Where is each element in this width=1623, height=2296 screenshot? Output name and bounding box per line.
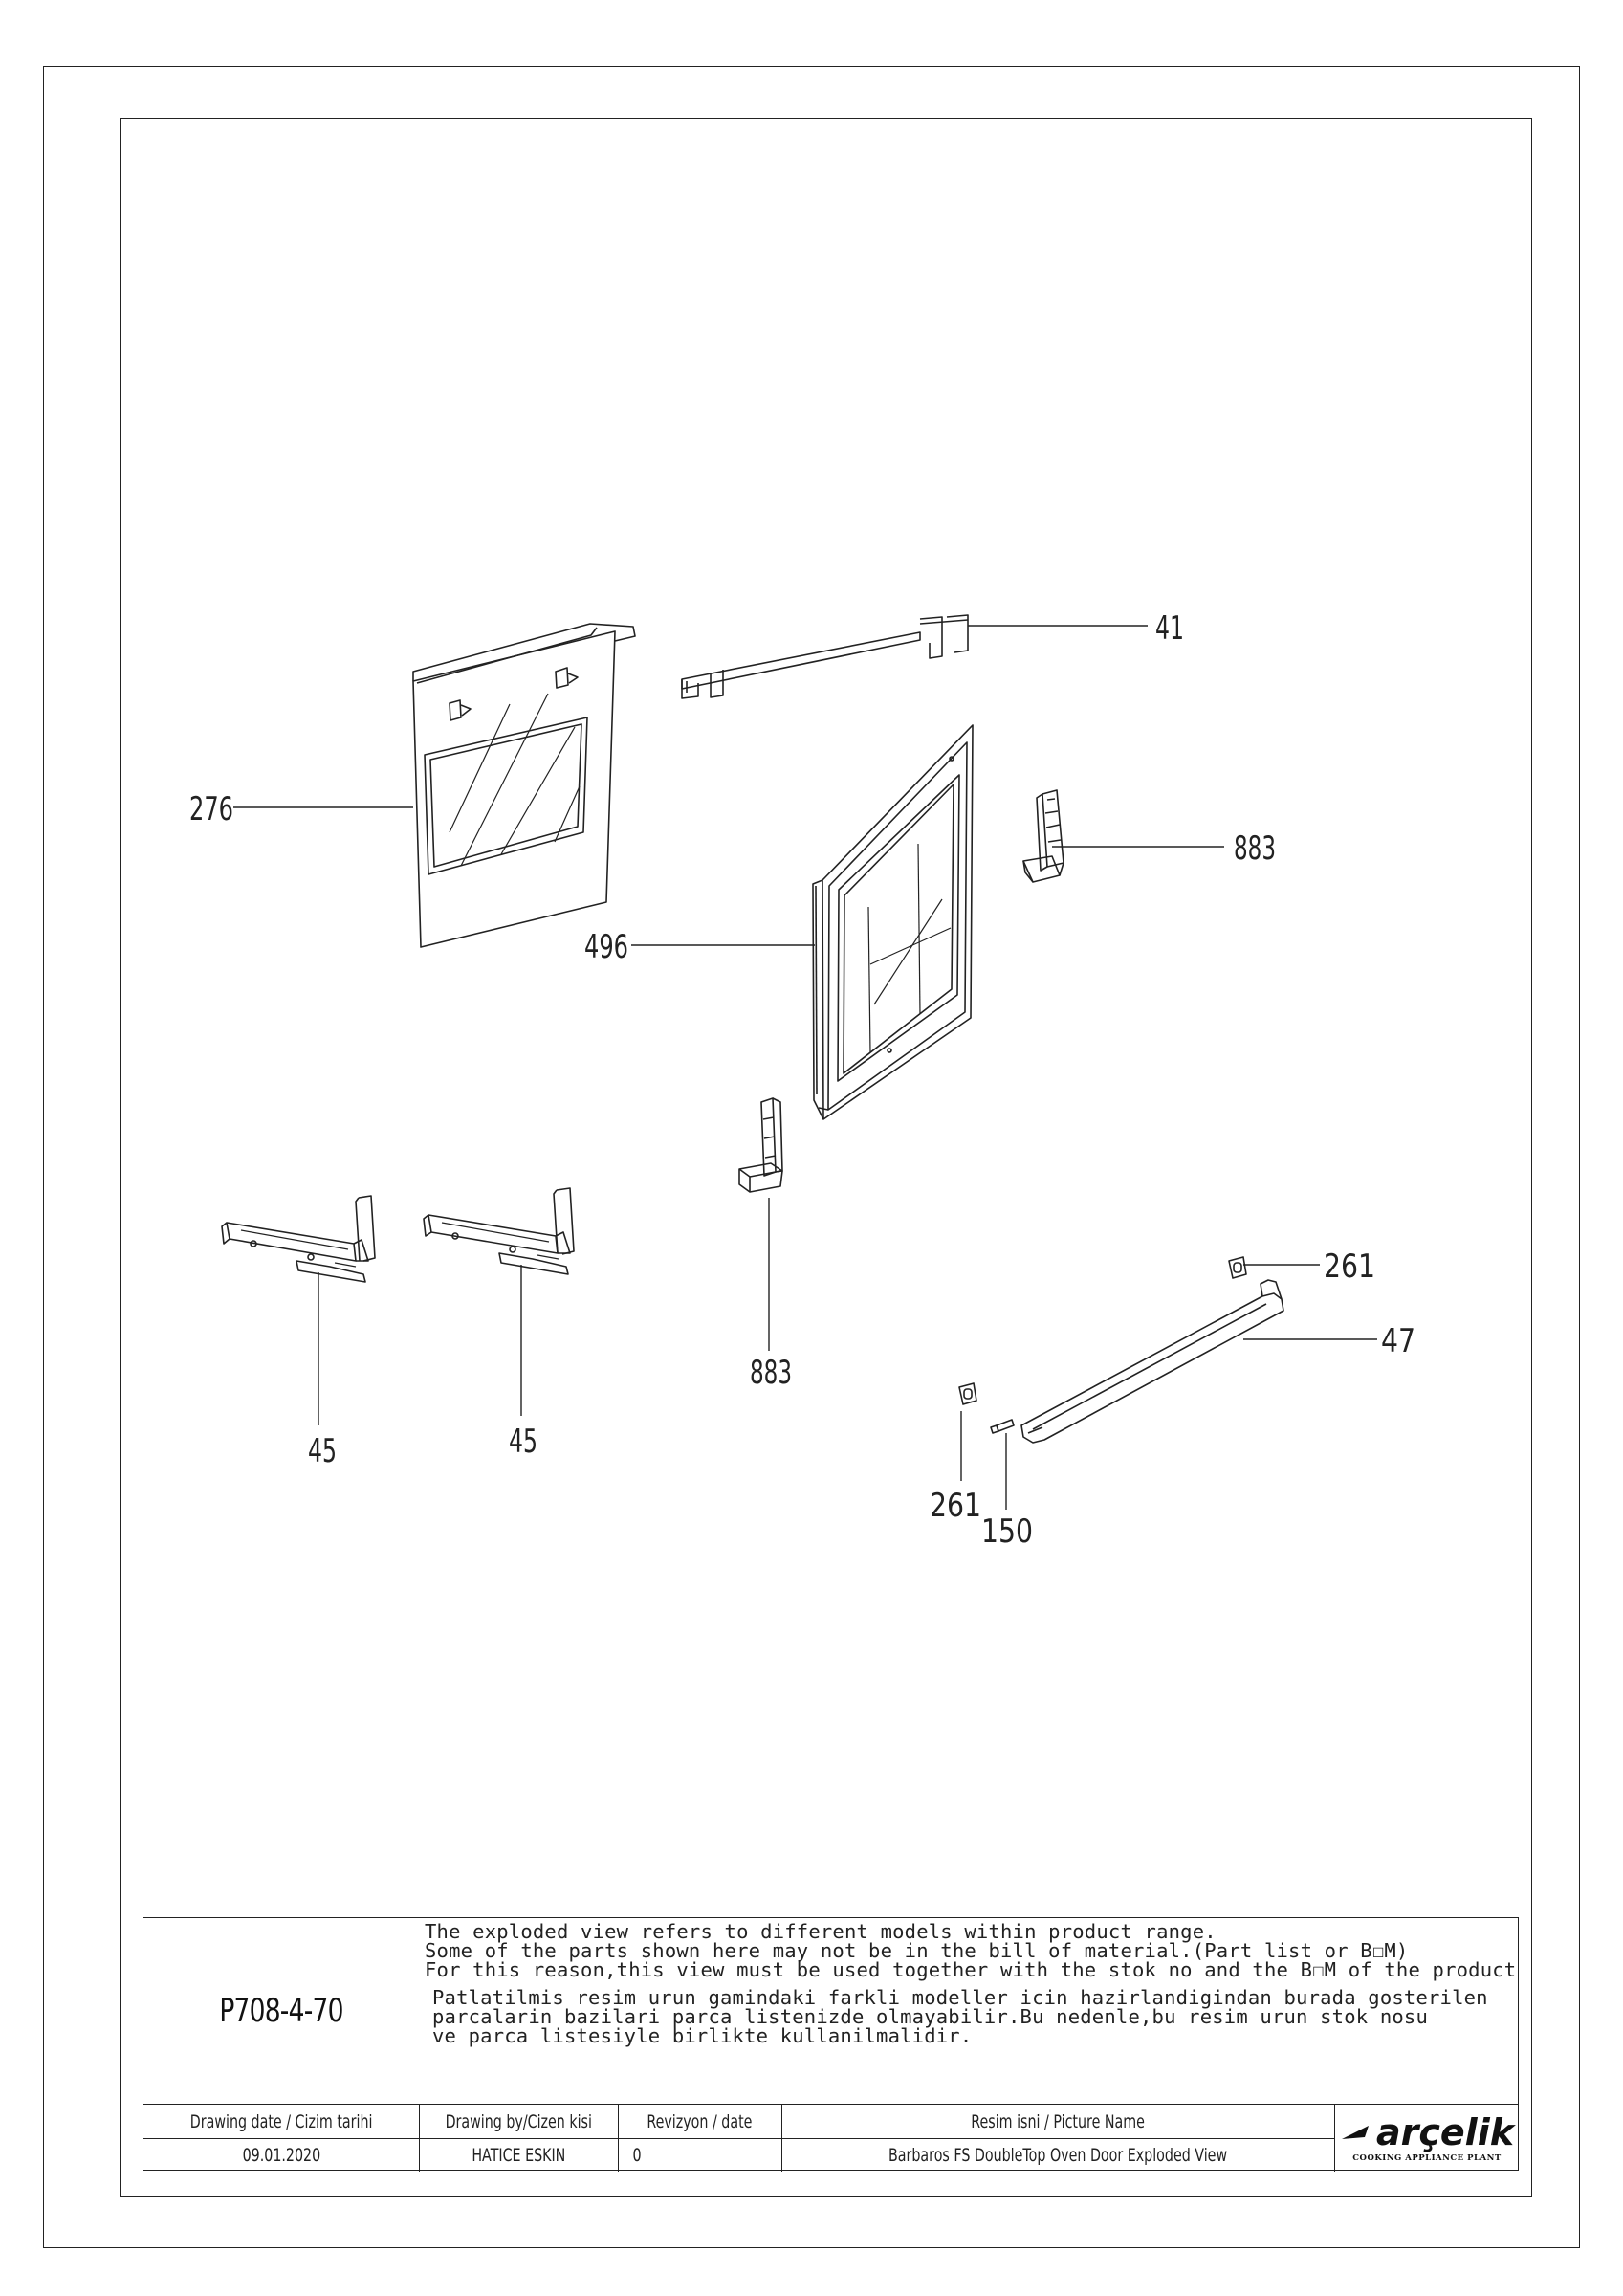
value-drawing-date: 09.01.2020: [242, 2145, 320, 2166]
header-revision: Revizyon / date: [647, 2110, 753, 2132]
col-sep-1: [419, 2104, 420, 2172]
title-block-row-divider: [143, 2138, 1334, 2139]
part-276-inner-panel: [412, 623, 636, 948]
callout-883-bottom: 883: [750, 1354, 792, 1392]
note-tr-line-1: Patlatilmis resim urun gamindaki farkli …: [432, 1986, 1488, 2009]
callout-45-right: 45: [509, 1423, 537, 1461]
part-45-right-hinge: [423, 1187, 575, 1275]
title-block-divider: [143, 2104, 1518, 2105]
part-883-bottom-bracket: [738, 1097, 783, 1193]
header-drawing-by: Drawing by/Cizen kisi: [445, 2110, 592, 2132]
callout-261-bottom: 261: [930, 1487, 981, 1525]
header-picture-name: Resim isni / Picture Name: [971, 2110, 1145, 2132]
arcelik-swoosh-icon: [1341, 2125, 1369, 2139]
callout-45-left: 45: [308, 1432, 337, 1470]
note-en-line-3: For this reason,this view must be used t…: [425, 1958, 1517, 1981]
leader-lines: [233, 806, 1377, 1510]
part-261-bottom-endcap: [958, 1382, 977, 1405]
value-drawing-by: HATICE ESKIN: [471, 2145, 565, 2166]
col-sep-4: [1334, 2104, 1335, 2172]
callout-883-top: 883: [1234, 829, 1276, 868]
value-picture-name: Barbaros FS DoubleTop Oven Door Exploded…: [888, 2145, 1228, 2166]
value-revision: 0: [632, 2145, 642, 2166]
part-41-top-profile: [681, 614, 1148, 699]
part-150-pin: [990, 1419, 1015, 1434]
callout-261-top: 261: [1324, 1247, 1375, 1286]
inner-border: [120, 118, 1532, 2197]
col-sep-2: [618, 2104, 619, 2172]
note-en-line-1: The exploded view refers to different mo…: [425, 1920, 1217, 1943]
part-261-top-endcap: [1228, 1256, 1247, 1279]
part-496-outer-door: [812, 724, 974, 1120]
drawing-code: P708-4-70: [219, 1992, 343, 2030]
note-tr-line-3: ve parca listesiyle birlikte kullanilmal…: [432, 2024, 973, 2047]
part-45-left-hinge: [221, 1195, 376, 1283]
title-block: P708-4-70 The exploded view refers to di…: [143, 1917, 1520, 2172]
callout-496: 496: [584, 928, 628, 966]
logo-subtitle: COOKING APPLIANCE PLANT: [1352, 2152, 1502, 2163]
col-sep-3: [781, 2104, 782, 2172]
callout-41: 41: [1155, 609, 1184, 648]
callout-150: 150: [981, 1512, 1033, 1551]
outer-border: [43, 66, 1580, 2248]
arcelik-logo: arçelik COOKING APPLIANCE PLANT: [1334, 2106, 1520, 2172]
part-883-top-bracket: [1022, 789, 1064, 883]
disclaimer-notes: The exploded view refers to different mo…: [419, 1918, 1518, 2104]
header-drawing-date: Drawing date / Cizim tarihi: [189, 2110, 373, 2132]
part-47-handle: [1020, 1279, 1284, 1444]
note-en-line-2: Some of the parts shown here may not be …: [425, 1939, 1409, 1962]
logo-brand: arçelik: [1375, 2110, 1514, 2153]
callout-276: 276: [189, 790, 233, 828]
callout-47: 47: [1381, 1322, 1415, 1360]
note-tr-line-2: parcalarin bazilari parca listenizde olm…: [432, 2005, 1428, 2028]
